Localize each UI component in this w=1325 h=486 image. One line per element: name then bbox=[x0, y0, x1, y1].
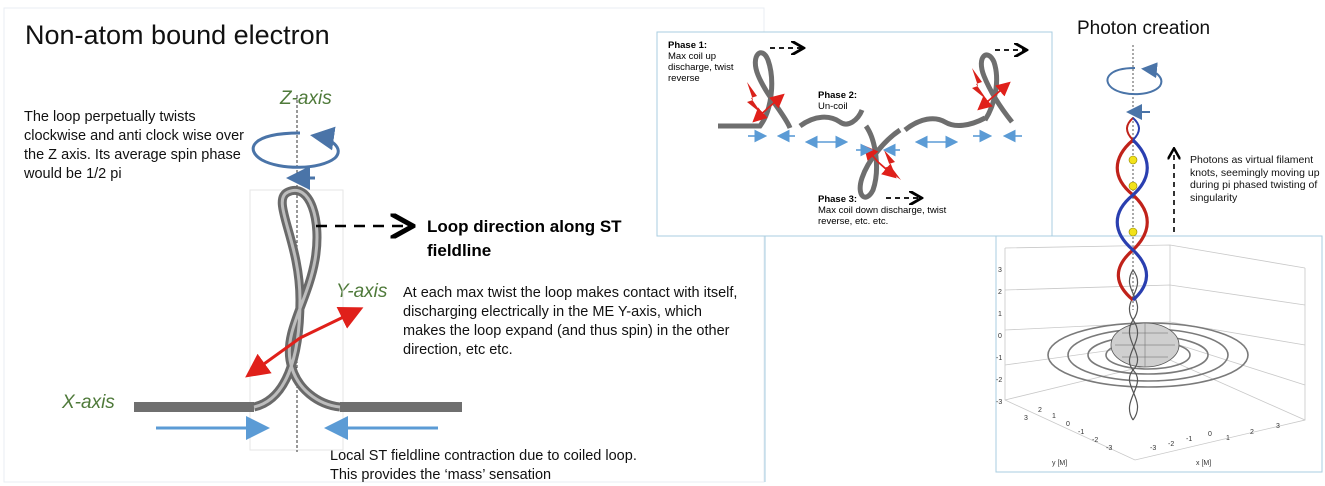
y-axis-arrow-down bbox=[245, 336, 301, 378]
z-tick-0: 0 bbox=[998, 333, 1002, 340]
knot-3 bbox=[1128, 227, 1138, 237]
fieldline-left bbox=[134, 402, 254, 412]
uncoil-wave-2 bbox=[903, 115, 987, 132]
x-tick-m2: -2 bbox=[1168, 441, 1174, 448]
helix-blue bbox=[1115, 138, 1149, 302]
knot-2 bbox=[1128, 181, 1138, 191]
phase1-lightning-icon bbox=[747, 82, 762, 114]
phase3-lightning-icon bbox=[884, 150, 901, 180]
y-tick-m2: -2 bbox=[1092, 437, 1098, 444]
z-tick-3: 3 bbox=[998, 267, 1002, 274]
phase1-title: Phase 1: bbox=[668, 40, 708, 51]
y-axis-label: Y-axis bbox=[336, 281, 388, 302]
z-tick-m3: -3 bbox=[996, 399, 1002, 406]
filament-knots bbox=[1128, 155, 1138, 237]
photon-spin-arrow bbox=[1106, 62, 1163, 120]
z-tick-m2: -2 bbox=[996, 377, 1002, 384]
phase3-red-arrow-down bbox=[877, 161, 897, 179]
contraction-note-line2: This provides the ‘mass’ sensation bbox=[330, 467, 552, 483]
x-tick-m1: -1 bbox=[1186, 436, 1192, 443]
twist-note: The loop perpetually twists clockwise an… bbox=[24, 109, 245, 182]
photon-title: Photon creation bbox=[1077, 18, 1211, 39]
z-tick-1: 1 bbox=[998, 311, 1002, 318]
phase1-repeat-red-arrow-up bbox=[993, 81, 1011, 97]
phase1-repeat-lightning-icon bbox=[972, 68, 987, 100]
spin-rotation-arrow bbox=[251, 126, 340, 190]
phase1-red-arrow-down bbox=[752, 107, 769, 123]
y-tick-m3: -3 bbox=[1106, 445, 1112, 452]
contact-note: At each max twist the loop makes contact… bbox=[403, 285, 738, 358]
x-tick-0: 0 bbox=[1208, 431, 1212, 438]
phase2-label: Phase 2: Un-coil bbox=[818, 90, 878, 112]
helix-red-top bbox=[1126, 117, 1134, 141]
uncoil-wave-1 bbox=[798, 108, 865, 129]
y-tick-0: 0 bbox=[1066, 421, 1070, 428]
helix-blue-top bbox=[1132, 117, 1140, 141]
phase1-text: Max coil up discharge, twist reverse bbox=[668, 51, 734, 84]
fieldline-right bbox=[340, 402, 462, 412]
x-axis-title: x [M] bbox=[1196, 460, 1211, 467]
phase2-text: Un-coil bbox=[818, 101, 848, 112]
helix-red bbox=[1115, 138, 1149, 302]
knot-1 bbox=[1128, 155, 1138, 165]
z-tick-m1: -1 bbox=[996, 355, 1002, 362]
y-tick-3: 3 bbox=[1024, 415, 1028, 422]
loop-direction-label: Loop direction along ST fieldline bbox=[427, 217, 622, 260]
coiled-loop bbox=[252, 185, 341, 412]
y-axis-arrow-up bbox=[299, 307, 364, 340]
central-sphere bbox=[1110, 322, 1180, 368]
z-axis-label: Z-axis bbox=[280, 88, 332, 109]
phase1-repeat-red-arrow-down bbox=[977, 95, 995, 111]
y-tick-2: 2 bbox=[1038, 407, 1042, 414]
x-axis-label: X-axis bbox=[62, 392, 115, 413]
phase2-title: Phase 2: bbox=[818, 90, 858, 101]
phase1-label: Phase 1: Max coil up discharge, twist re… bbox=[668, 40, 758, 84]
phase3-title: Phase 3: bbox=[818, 194, 858, 205]
plot-axis-ticks-y: 3 2 1 0 -1 -2 -3 bbox=[1024, 407, 1112, 452]
contraction-note-line1: Local ST fieldline contraction due to co… bbox=[330, 448, 637, 464]
lower-filaments bbox=[1128, 269, 1139, 421]
y-axis-title: y [M] bbox=[1052, 460, 1067, 467]
x-tick-3: 3 bbox=[1276, 423, 1280, 430]
y-tick-m1: -1 bbox=[1078, 429, 1084, 436]
phase1-red-arrow-up bbox=[767, 93, 785, 109]
plot-axis-ticks-x: -3 -2 -1 0 1 2 3 bbox=[1150, 423, 1280, 452]
x-tick-m3: -3 bbox=[1150, 445, 1156, 452]
page-title: Non-atom bound electron bbox=[25, 20, 330, 50]
y-tick-1: 1 bbox=[1052, 413, 1056, 420]
plot-axis-ticks-z: 3 2 1 0 -1 -2 -3 bbox=[996, 267, 1002, 406]
x-tick-2: 2 bbox=[1250, 429, 1254, 436]
z-tick-2: 2 bbox=[998, 289, 1002, 296]
x-tick-1: 1 bbox=[1226, 435, 1230, 442]
phase3-label: Phase 3: Max coil down discharge, twist … bbox=[818, 194, 958, 227]
photon-note: Photons as virtual filament knots, seemi… bbox=[1190, 154, 1320, 204]
phase3-text: Max coil down discharge, twist reverse, … bbox=[818, 205, 947, 227]
